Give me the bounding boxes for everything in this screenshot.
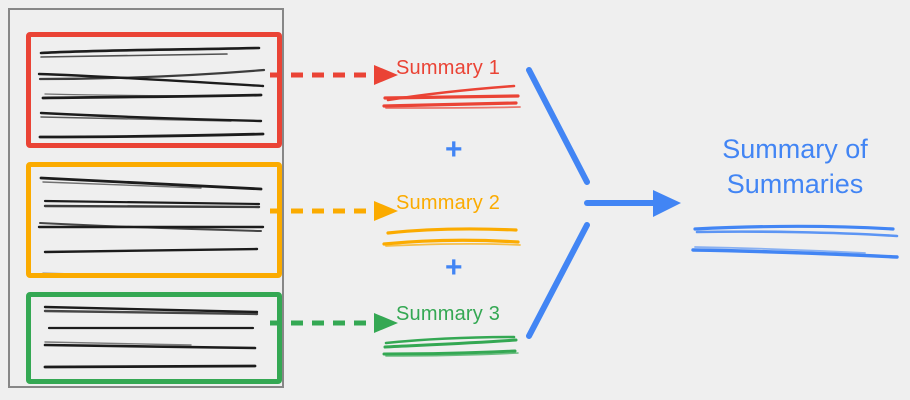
- plus-operator-1: +: [445, 133, 463, 166]
- source-documents-container: [8, 8, 284, 388]
- summary-strokes-3: [382, 335, 519, 357]
- summary-label-1: Summary 1: [396, 57, 501, 79]
- merge-arrow-connector: [526, 67, 681, 339]
- summary-strokes-1: [382, 84, 521, 109]
- final-summary-line-2: Summaries: [726, 168, 864, 199]
- summary-label-3: Summary 3: [396, 303, 501, 325]
- plus-operator-2: +: [445, 251, 463, 284]
- doc-lines-orange: [37, 176, 265, 273]
- final-summary-strokes: [691, 224, 899, 259]
- doc-group-red[interactable]: [26, 32, 282, 148]
- final-summary-title: Summary of Summaries: [690, 132, 900, 201]
- doc-lines-red: [37, 46, 266, 139]
- summary-label-2: Summary 2: [396, 192, 501, 214]
- doc-group-orange[interactable]: [26, 162, 282, 278]
- doc-group-green[interactable]: [26, 292, 282, 384]
- doc-lines-green: [43, 305, 259, 369]
- summary-strokes-2: [382, 227, 521, 247]
- final-summary-line-1: Summary of: [722, 134, 868, 164]
